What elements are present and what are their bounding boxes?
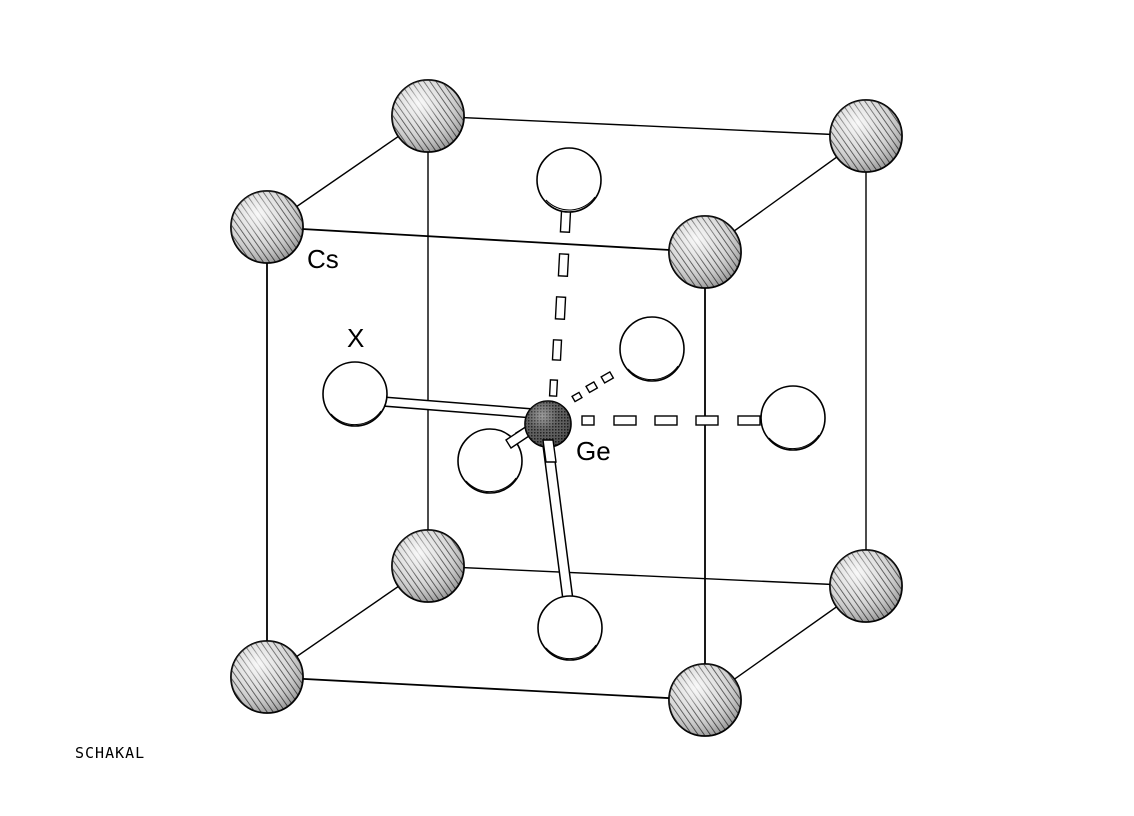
bond-dash (737, 415, 761, 426)
cs-label: Cs (307, 244, 339, 274)
cs-atoms (230, 79, 903, 737)
halide-atoms (322, 147, 826, 661)
cs-atom (391, 79, 465, 153)
cube-edge (266, 676, 706, 701)
bond-dash (571, 391, 583, 403)
bond-dash (654, 415, 678, 426)
halide-atom-back (619, 316, 685, 382)
x-label: X (347, 323, 364, 353)
bond-dash (548, 379, 559, 397)
bond-dash (600, 370, 615, 384)
halide-atom-front (457, 428, 523, 494)
bond-dash (613, 415, 637, 426)
cube-edge (266, 226, 706, 253)
cs-atom (668, 215, 742, 289)
bond-dash (585, 380, 599, 394)
bond-dash (551, 339, 563, 361)
ge-label: Ge (576, 436, 611, 466)
halide-atom-bottom (537, 595, 603, 661)
cs-atom (829, 549, 903, 623)
ge-atom (524, 400, 572, 448)
bond-ge-x-bottom-stub (542, 439, 557, 463)
cube-edge (427, 565, 867, 587)
bond-ge-x-left (382, 396, 547, 420)
dashed-bonds (548, 209, 761, 426)
cs-atom (829, 99, 903, 173)
bond-dash (557, 253, 570, 277)
cube-edge (427, 115, 867, 137)
cs-atom (230, 190, 304, 264)
halide-atom-left (322, 361, 388, 427)
bond-dash (581, 415, 595, 426)
cs-atom (391, 529, 465, 603)
bond-dash (559, 209, 572, 233)
bond-dash (695, 415, 719, 426)
bond-dash (554, 296, 567, 320)
cs-atom (230, 640, 304, 714)
halide-atom-right (760, 385, 826, 451)
halide-atom-top (536, 147, 602, 213)
program-label: SCHAKAL (75, 744, 145, 762)
cs-atom (668, 663, 742, 737)
